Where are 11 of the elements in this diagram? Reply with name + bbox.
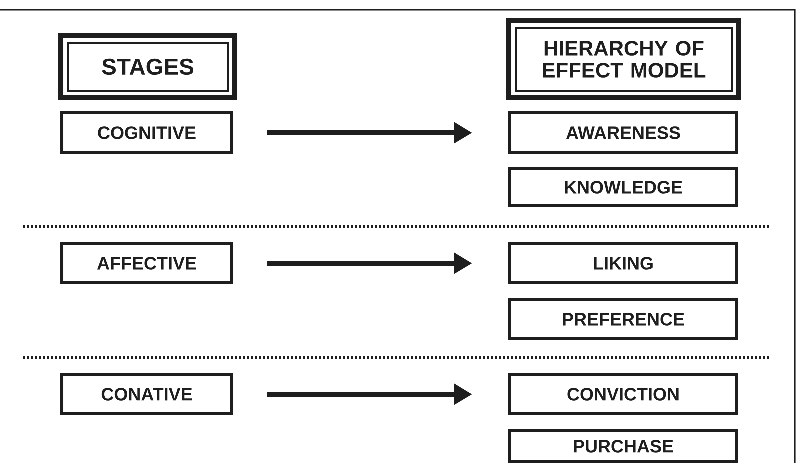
step-box: KNOWLEDGE [508,168,738,208]
header-box: STAGES [58,34,238,100]
stage-box: CONATIVE [60,374,234,416]
stage-box: COGNITIVE [60,112,234,154]
step-box: AWARENESS [508,112,738,154]
stage-box: AFFECTIVE [60,242,234,284]
step-box: CONVICTION [508,374,738,416]
step-box: PURCHASE [508,430,738,463]
step-box: LIKING [508,242,738,284]
step-box: PREFERENCE [508,298,738,340]
header-box: HIERARCHY OF EFFECT MODEL [506,18,742,100]
